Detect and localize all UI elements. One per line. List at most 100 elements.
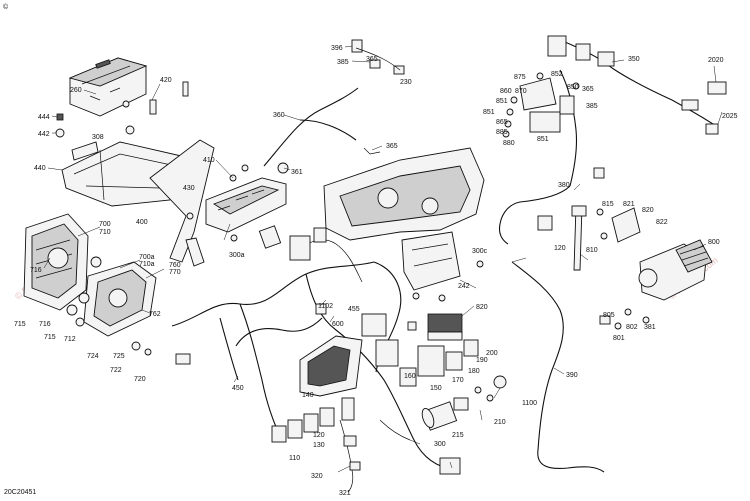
callout-820: 820 bbox=[476, 304, 488, 311]
callout-308: 308 bbox=[92, 134, 104, 141]
callout-170: 170 bbox=[452, 377, 464, 384]
callout-875: 875 bbox=[514, 74, 526, 81]
callout-365: 365 bbox=[386, 143, 398, 150]
callout-800: 800 bbox=[708, 239, 720, 246]
callout-851: 851 bbox=[496, 98, 508, 105]
callout-120: 120 bbox=[313, 432, 325, 439]
battery-cable-part bbox=[571, 205, 587, 271]
callout-444: 444 bbox=[38, 114, 50, 121]
callout-700a: 700a bbox=[139, 254, 155, 261]
switch-cluster-part bbox=[271, 397, 361, 471]
callout-852: 852 bbox=[551, 71, 563, 78]
callout-215: 215 bbox=[452, 432, 464, 439]
callout-710: 710 bbox=[99, 229, 111, 236]
callout-450: 450 bbox=[232, 385, 244, 392]
callout-365: 365 bbox=[582, 86, 594, 93]
callout-821: 821 bbox=[623, 201, 635, 208]
callout-885: 885 bbox=[496, 129, 508, 136]
callout-1100: 1100 bbox=[522, 400, 537, 407]
callout-361: 361 bbox=[291, 169, 303, 176]
callout-140: 140 bbox=[302, 392, 314, 399]
headlight-right-part bbox=[66, 256, 157, 356]
callout-210: 210 bbox=[494, 419, 506, 426]
callout-810: 810 bbox=[586, 247, 598, 254]
callout-180: 180 bbox=[468, 368, 480, 375]
callout-1102: 1102 bbox=[318, 303, 333, 310]
callouts bbox=[43, 45, 723, 473]
dash-bracket-part bbox=[323, 147, 485, 302]
callout-822: 822 bbox=[656, 219, 668, 226]
callout-396: 396 bbox=[331, 45, 343, 52]
callout-712: 712 bbox=[64, 336, 76, 343]
callout-260: 260 bbox=[70, 87, 82, 94]
callout-385: 385 bbox=[337, 59, 349, 66]
callout-865: 865 bbox=[496, 119, 508, 126]
callout-715: 715 bbox=[44, 334, 56, 341]
drawing-reference: 20C20451 bbox=[4, 489, 36, 496]
solenoid-part bbox=[596, 207, 641, 243]
callout-350: 350 bbox=[628, 56, 640, 63]
callout-716: 716 bbox=[30, 267, 42, 274]
battery-tray-part bbox=[55, 81, 215, 267]
rear-harness-part bbox=[498, 35, 727, 245]
callout-851: 851 bbox=[537, 136, 549, 143]
callout-801: 801 bbox=[613, 335, 625, 342]
ground-cable-part bbox=[511, 261, 605, 473]
callout-805: 805 bbox=[603, 312, 615, 319]
main-harness-part bbox=[171, 225, 457, 493]
callout-150: 150 bbox=[430, 385, 442, 392]
callout-400: 400 bbox=[136, 219, 148, 226]
callout-420: 420 bbox=[160, 77, 172, 84]
callout-722: 722 bbox=[110, 367, 122, 374]
callout-360: 360 bbox=[273, 112, 285, 119]
callout-710a: 710a bbox=[139, 261, 155, 268]
callout-300c: 300c bbox=[472, 248, 488, 255]
callout-724: 724 bbox=[87, 353, 99, 360]
callout-381: 381 bbox=[644, 324, 656, 331]
callout-160: 160 bbox=[404, 373, 416, 380]
callout-725: 725 bbox=[113, 353, 125, 360]
callout-850: 850 bbox=[567, 84, 579, 91]
callout-870: 870 bbox=[515, 88, 527, 95]
callout-455: 455 bbox=[348, 306, 360, 313]
callout-365: 365 bbox=[366, 56, 378, 63]
callout-200: 200 bbox=[486, 350, 498, 357]
callout-110: 110 bbox=[289, 455, 300, 462]
callout-2020: 2020 bbox=[708, 57, 724, 64]
socket-part bbox=[421, 386, 494, 475]
reference-numbers: 396 385 365 230 360 361 365 260 420 444 … bbox=[14, 45, 738, 497]
callout-880: 880 bbox=[503, 140, 515, 147]
fuse-relay-box-part bbox=[205, 164, 287, 242]
parts-drawing bbox=[23, 35, 727, 493]
callout-390: 390 bbox=[566, 372, 578, 379]
callout-442: 442 bbox=[38, 131, 50, 138]
callout-230: 230 bbox=[400, 79, 412, 86]
callout-130: 130 bbox=[313, 442, 325, 449]
connector-720-part bbox=[175, 353, 191, 365]
callout-600: 600 bbox=[332, 321, 344, 328]
callout-860: 860 bbox=[500, 88, 512, 95]
callout-300: 300 bbox=[434, 441, 446, 448]
callout-715: 715 bbox=[14, 321, 26, 328]
switch-block-part bbox=[315, 303, 507, 389]
accessory-harness-part bbox=[263, 39, 405, 174]
callout-320: 320 bbox=[311, 473, 323, 480]
callout-190: 190 bbox=[476, 357, 488, 364]
callout-410: 410 bbox=[203, 157, 215, 164]
headlight-left-part bbox=[23, 213, 89, 311]
callout-300a: 300a bbox=[229, 252, 245, 259]
callout-242: 242 bbox=[458, 283, 470, 290]
callout-802: 802 bbox=[626, 324, 638, 331]
callout-430: 430 bbox=[183, 185, 195, 192]
callout-2025: 2025 bbox=[722, 113, 738, 120]
callout-820: 820 bbox=[642, 207, 654, 214]
callout-851: 851 bbox=[483, 109, 495, 116]
callout-380: 380 bbox=[558, 182, 570, 189]
callout-700: 700 bbox=[99, 221, 111, 228]
starter-motor-part bbox=[599, 239, 713, 330]
battery-cover-part bbox=[68, 57, 148, 117]
callout-770: 770 bbox=[169, 269, 181, 276]
callout-815: 815 bbox=[602, 201, 614, 208]
relay-block-part bbox=[502, 72, 580, 138]
